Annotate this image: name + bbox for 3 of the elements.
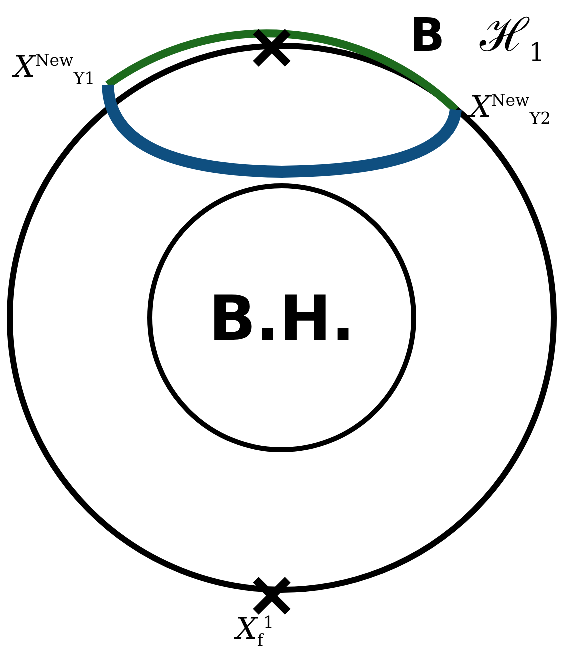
region-label: ℋ$_{1}$ — [480, 7, 546, 68]
circle-label: B.H. — [208, 282, 356, 354]
region-label: B — [410, 8, 446, 62]
